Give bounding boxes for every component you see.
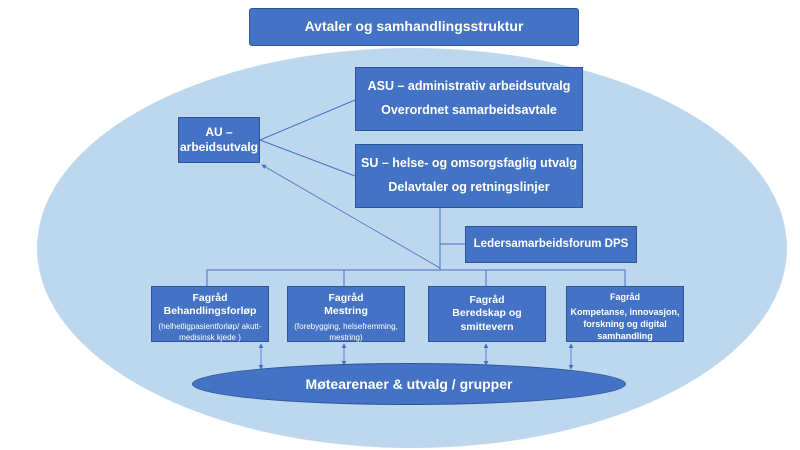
su-box: SU – helse- og omsorgsfaglig utvalg Dela… [355, 144, 583, 208]
fagrad-kompetanse-box: Fagråd Kompetanse, innovasjon, forskning… [566, 286, 684, 342]
fagrad-mestring-box: Fagråd Mestring (forebygging, helsefremm… [287, 286, 405, 342]
au-asu-connector [259, 99, 356, 141]
asu-line1: ASU – administrativ arbeidsutvalg [367, 79, 571, 94]
su-line2: Delavtaler og retningslinjer [388, 180, 550, 194]
fagrad-name: Mestring [324, 305, 368, 318]
motearena-ellipse: Møtearenaer & utvalg / grupper [192, 363, 626, 405]
au-su-connector [259, 139, 356, 177]
fagrad-subtitle: (helhetligpasientforløp/ akutt-medisinsk… [158, 322, 262, 342]
au-line1: AU – [205, 125, 233, 139]
title-text: Avtaler og samhandlingsstruktur [304, 18, 524, 35]
fagrad-title: Fagråd [192, 292, 228, 304]
au-line2: arbeidsutvalg [179, 140, 259, 154]
ledersamarbeid-text: Ledersamarbeidsforum DPS [473, 238, 629, 251]
fagrad-name: Beredskap og smittevern [452, 307, 522, 333]
su-line1: SU – helse- og omsorgsfaglig utvalg [360, 156, 577, 171]
au-arrow-connector [261, 164, 441, 269]
title-box: Avtaler og samhandlingsstruktur [249, 8, 579, 46]
fagrad-subtitle: Kompetanse, innovasjon, forskning og dig… [570, 307, 680, 341]
au-box: AU – arbeidsutvalg [178, 117, 260, 163]
fagrad-title: Fagråd [469, 294, 505, 307]
ledersamarbeid-box: Ledersamarbeidsforum DPS [465, 226, 637, 263]
fagrad-title: Fagråd [609, 292, 640, 302]
fagrad-behandlingsforlop-box: Fagråd Behandlingsforløp (helhetligpasie… [151, 286, 269, 342]
asu-line2: Overordnet samarbeidsavtale [381, 103, 557, 117]
fagrad-subtitle: (forebygging, helsefremming, mestring) [294, 322, 398, 342]
motearena-text: Møtearenaer & utvalg / grupper [305, 376, 513, 392]
fagrad-beredskap-box: Fagråd Beredskap og smittevern [428, 286, 546, 342]
asu-box: ASU – administrativ arbeidsutvalg Overor… [355, 67, 583, 131]
fagrad-name: Behandlingsforløp [163, 305, 257, 318]
fagrad-title: Fagråd [328, 292, 364, 304]
